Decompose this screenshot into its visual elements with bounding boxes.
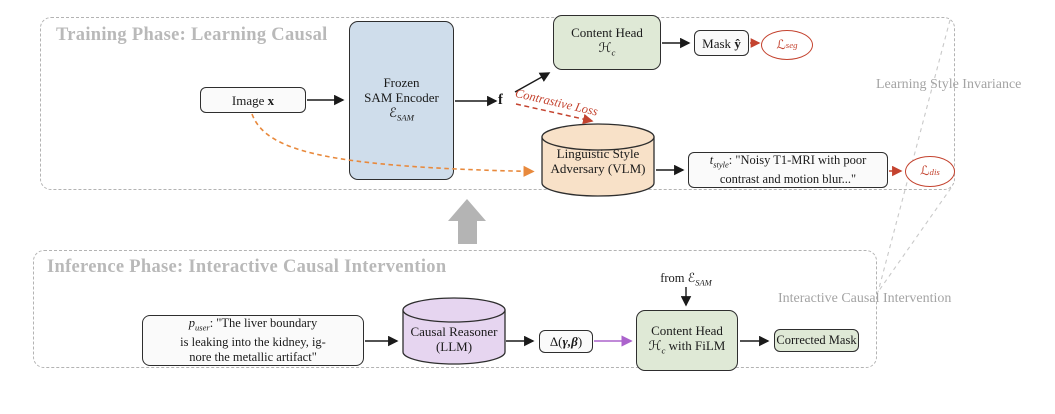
side-label-causal-intervention: Interactive Causal Intervention xyxy=(778,291,952,306)
loss-dis-symbol: ℒ xyxy=(920,164,930,179)
from-sam-prefix: from xyxy=(660,271,688,285)
inference-phase-title: Inference Phase: Interactive Causal Inte… xyxy=(47,257,447,277)
phase-up-arrow xyxy=(448,199,486,244)
film-box-line2: ℋc with FiLM xyxy=(648,337,726,356)
user-prompt-line2: is leaking into the kidney, ig- xyxy=(180,335,326,350)
vlm-cylinder-label: Linguistic Style Adversary (VLM) xyxy=(542,146,654,176)
corrected-mask-box: Corrected Mask xyxy=(774,329,859,352)
loss-seg-symbol: ℒ xyxy=(776,37,786,53)
content-head-box: Content Head ℋc xyxy=(553,15,661,70)
user-prompt-line3: nore the metallic artifact" xyxy=(189,350,317,365)
from-sam-sub: SAM xyxy=(695,277,712,288)
vlm-line1: Linguistic Style xyxy=(556,146,640,161)
inference-phase-box xyxy=(33,250,877,368)
style-text-line2: contrast and motion blur..." xyxy=(719,172,857,187)
side-label-style-invariance: Learning Style Invariance xyxy=(876,77,1022,92)
reasoner-line2: (LLM) xyxy=(435,339,473,354)
sam-box-symbol: ℰSAM xyxy=(388,106,415,123)
vlm-line2: Adversary (VLM) xyxy=(550,161,646,176)
delta-params-label: Δ(γ,β) xyxy=(549,334,583,349)
content-head-symbol: ℋc xyxy=(598,40,616,58)
training-phase-title: Training Phase: Learning Causal xyxy=(56,25,328,45)
from-sam-symbol: ℰ xyxy=(687,270,696,285)
film-content-head-box: Content Head ℋc with FiLM xyxy=(636,310,738,371)
film-box-line1: Content Head xyxy=(651,322,723,338)
image-input-box: Image x xyxy=(200,87,306,113)
training-phase-box xyxy=(40,17,955,190)
style-text-line1: tstyle: "Noisy T1-MRI with poor xyxy=(709,152,867,170)
delta-params-box: Δ(γ,β) xyxy=(539,330,593,353)
loss-dis-sub: dis xyxy=(929,166,940,177)
reasoner-line1: Causal Reasoner xyxy=(410,324,498,339)
sam-box-line1: Frozen xyxy=(383,75,420,91)
sam-box-line2: SAM Encoder xyxy=(364,90,439,106)
user-prompt-line1: puser: "The liver boundary xyxy=(188,315,318,333)
content-head-line1: Content Head xyxy=(571,24,643,40)
feature-label: f xyxy=(498,92,503,108)
loss-seg-sub: seg xyxy=(785,40,798,50)
frozen-sam-encoder-box: Frozen SAM Encoder ℰSAM xyxy=(349,21,454,180)
callout-line-bottom xyxy=(877,187,952,293)
from-sam-label: from ℰSAM xyxy=(644,270,728,288)
mask-output-label: Mask ŷ xyxy=(702,35,741,51)
image-input-label: Image x xyxy=(231,92,275,108)
causal-reasoner-label: Causal Reasoner (LLM) xyxy=(400,324,508,354)
mask-output-box: Mask ŷ xyxy=(694,30,749,56)
style-text-box: tstyle: "Noisy T1-MRI with poor contrast… xyxy=(688,152,888,188)
user-prompt-box: puser: "The liver boundary is leaking in… xyxy=(142,315,364,366)
